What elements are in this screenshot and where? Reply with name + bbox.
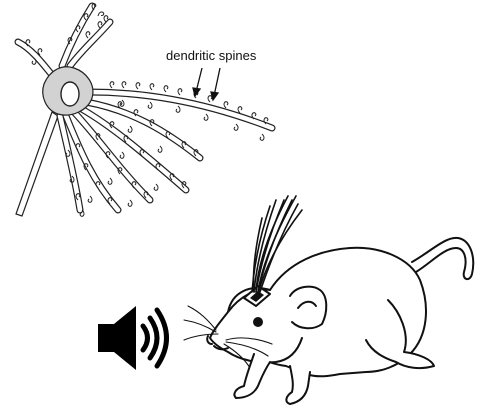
mouse-nose [206, 335, 213, 345]
dendritic-spines-label: dendritic spines [166, 48, 257, 63]
mouse-ear [289, 285, 328, 330]
speaker-sound-icon [98, 306, 169, 370]
mouse [183, 195, 475, 405]
electrode-wires [251, 195, 303, 295]
mouse-front-leg [233, 353, 271, 399]
mouse-tail [411, 236, 475, 280]
mouse-eye [253, 317, 263, 327]
mouse-whiskers [183, 305, 273, 369]
annotation-arrows [192, 67, 221, 102]
axon [15, 111, 59, 217]
neuron: dendritic spines [14, 2, 276, 217]
nucleus [60, 81, 80, 107]
mouse-hind-leg [365, 299, 435, 370]
